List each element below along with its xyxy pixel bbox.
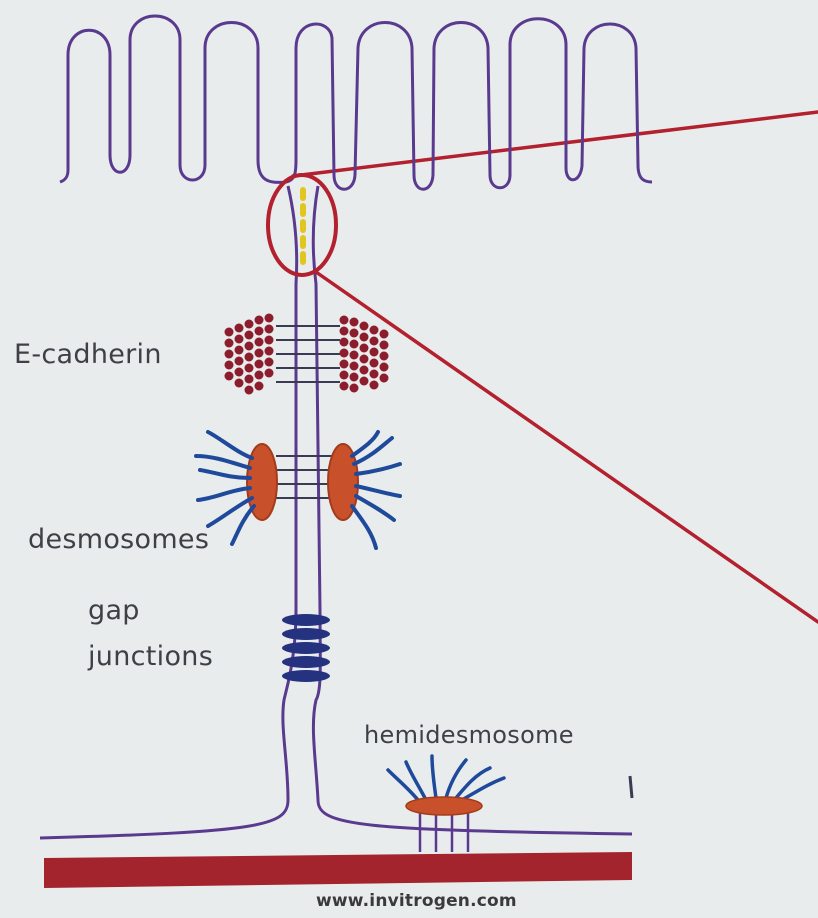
edge-mark (630, 776, 632, 798)
hemidesmosome-plaque (406, 797, 482, 815)
e-cadherin-right-cluster (340, 316, 389, 393)
gap-junction-channels (282, 614, 330, 682)
source-credit: www.invitrogen.com (316, 884, 517, 918)
label-desmosomes: desmosomes (28, 523, 209, 557)
label-hemidesmosome: hemidesmosome (364, 718, 574, 752)
microvilli-membrane (60, 16, 652, 189)
label-gap: gap (88, 594, 140, 628)
hemidesmosome-filaments (388, 756, 504, 800)
e-cadherin-left-cluster (225, 314, 274, 395)
label-junctions: junctions (88, 640, 213, 674)
zoom-lines (293, 112, 818, 622)
basement-membrane (44, 852, 632, 888)
label-e-cadherin: E-cadherin (14, 338, 162, 372)
cadherin-bridges (276, 326, 340, 382)
desmosome-right-filaments (352, 432, 400, 548)
